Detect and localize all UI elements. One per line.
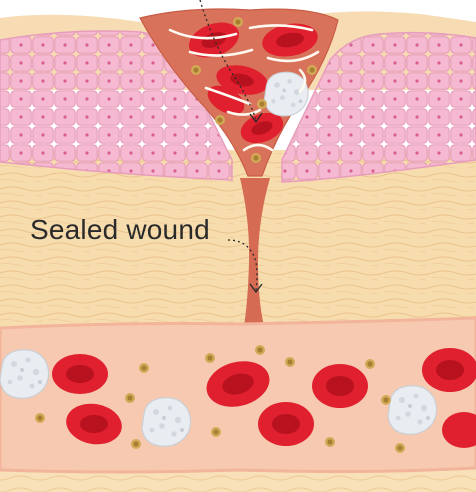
red-blood-cell-center — [66, 365, 94, 383]
red-blood-cell-center — [436, 360, 464, 380]
white-blood-cell — [142, 398, 191, 447]
white-blood-cell — [388, 386, 437, 435]
red-blood-cell-center — [80, 415, 108, 433]
white-blood-cell — [0, 350, 49, 399]
clot-white-blood-cell — [264, 72, 308, 116]
red-blood-cell-center — [272, 414, 300, 434]
red-blood-cell-center — [326, 376, 354, 396]
sealed-wound-label: Sealed wound — [30, 214, 210, 246]
